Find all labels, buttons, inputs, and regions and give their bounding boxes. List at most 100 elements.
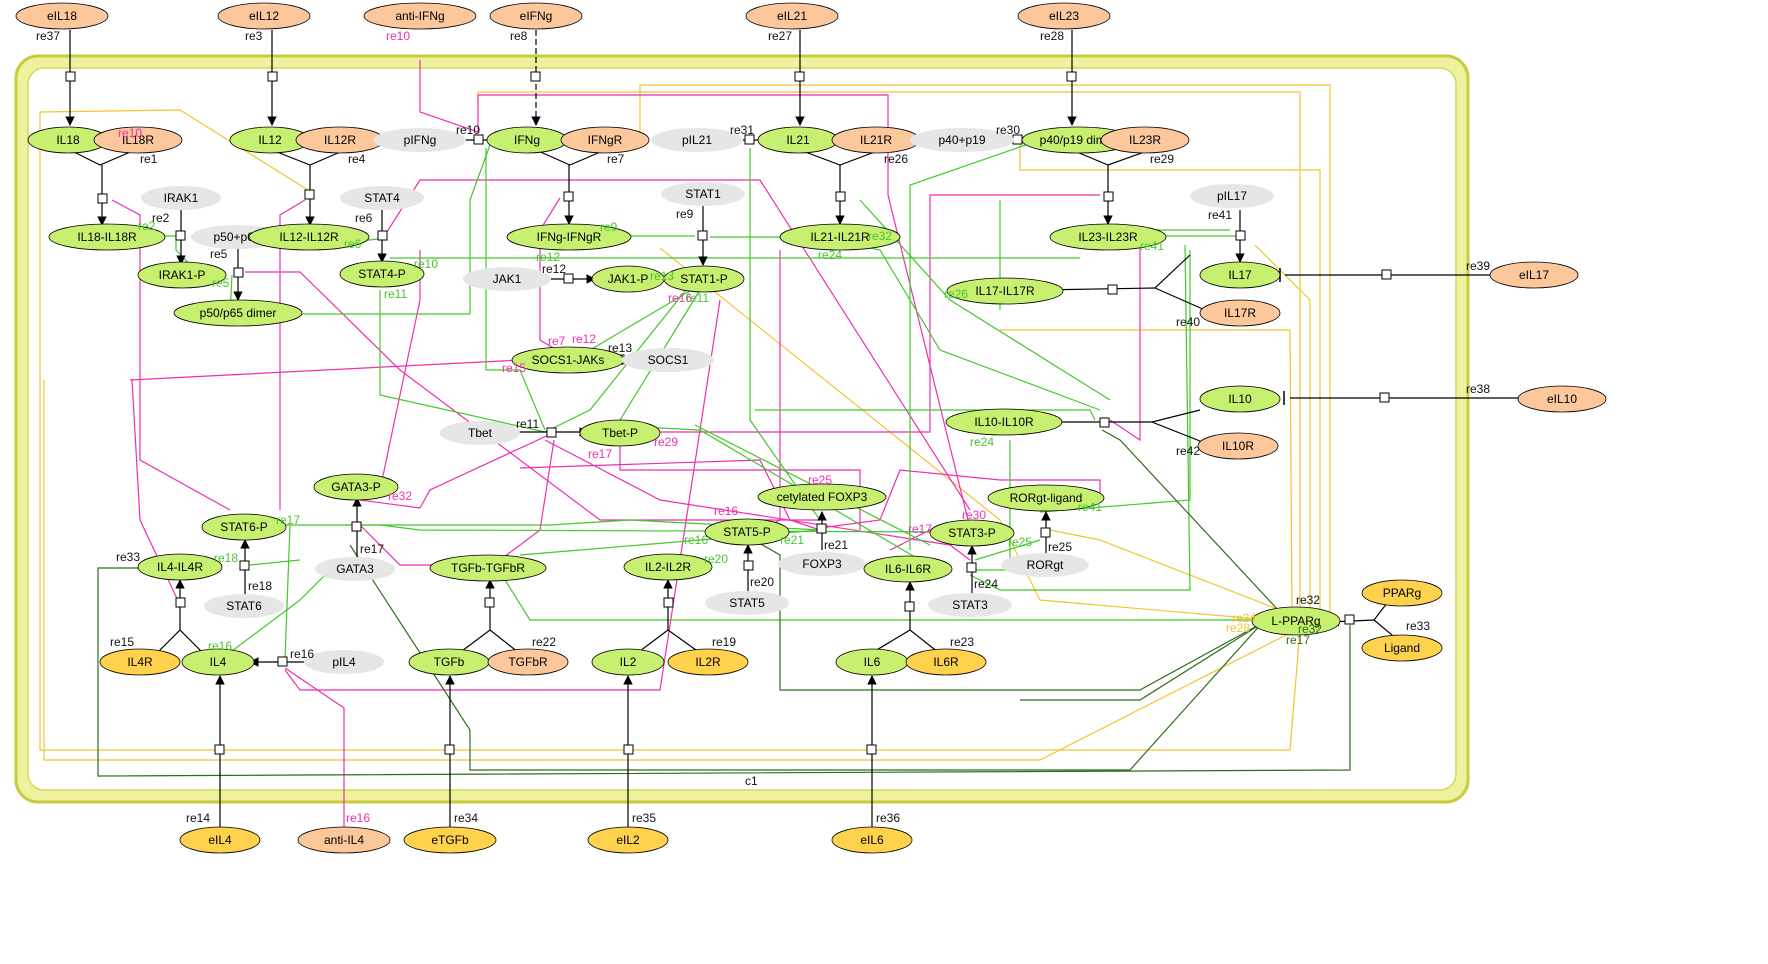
reaction-label-re12: re12 <box>542 262 566 276</box>
reaction-label-re40: re40 <box>1176 315 1200 329</box>
edge-label: re24 <box>818 248 842 262</box>
node-label: IL18R <box>122 133 154 147</box>
node-il12il12r: IL12-IL12R <box>248 223 370 251</box>
reaction-label-re14: re14 <box>186 811 210 825</box>
node-label: IL12 <box>258 133 282 147</box>
node-label: eIL17 <box>1519 268 1549 282</box>
node-shape <box>489 2 583 30</box>
node-il10: IL10 <box>1199 385 1281 413</box>
edge-label: re25 <box>808 473 832 487</box>
edge-label: re5 <box>212 276 230 290</box>
node-label: STAT1 <box>685 187 721 201</box>
edge-label: re16 <box>346 811 370 825</box>
reaction-label-re36: re36 <box>876 811 900 825</box>
node-shape <box>591 648 665 676</box>
node-shape <box>667 648 749 676</box>
edge-label: re32 <box>1298 622 1322 636</box>
reaction-label-re33: re33 <box>116 550 140 564</box>
node-gata3: GATA3 <box>315 557 395 581</box>
node-label: STAT1-P <box>680 272 728 286</box>
node-shape <box>651 128 743 152</box>
node-label: pIL17 <box>1217 189 1247 203</box>
node-foxp3: FOXP3 <box>778 552 866 576</box>
reaction-label-re1: re1 <box>140 152 158 166</box>
node-label: IL6 <box>864 655 881 669</box>
node-shape <box>663 265 745 293</box>
reaction-label-re42: re42 <box>1176 444 1200 458</box>
node-label: IL6R <box>933 655 959 669</box>
edge-label: re10 <box>414 257 438 271</box>
node-eil23: eIL23 <box>1017 2 1111 30</box>
node-label: Tbet-P <box>602 426 638 440</box>
node-shape <box>560 126 650 154</box>
node-shape <box>304 650 384 674</box>
node-ifngr: IFNgR <box>560 126 650 154</box>
node-lpparg: L-PPARg <box>1251 606 1341 636</box>
node-label: IFNgR <box>588 133 623 147</box>
edge-label: re41 <box>1078 500 1102 514</box>
node-label: pIL4 <box>332 655 356 669</box>
reaction-label-re25: re25 <box>1048 540 1072 554</box>
edge-label: re17 <box>276 513 300 527</box>
edge-label: re30 <box>962 508 986 522</box>
edges-green <box>140 139 1270 661</box>
node-label: eIL18 <box>47 9 77 23</box>
reaction-label-re4: re4 <box>348 152 366 166</box>
edge-label: re24 <box>970 435 994 449</box>
edge-label: re24 <box>1232 611 1256 625</box>
edge-label: re2 <box>138 219 156 233</box>
reaction-label-re21: re21 <box>824 538 848 552</box>
node-label: STAT6-P <box>220 520 268 534</box>
node-shape <box>622 348 714 372</box>
node-shape <box>1361 634 1443 662</box>
node-il2il2r: IL2-IL2R <box>623 553 713 581</box>
node-socs1: SOCS1 <box>622 348 714 372</box>
node-p50p65dimer: p50/p65 dimer <box>173 299 303 327</box>
reaction-label-re23: re23 <box>950 635 974 649</box>
node-stat6: STAT6 <box>204 594 284 618</box>
node-eil6: eIL6 <box>831 826 913 854</box>
reaction-label-re41: re41 <box>1208 208 1232 222</box>
node-label: IL4-IL4R <box>157 560 203 574</box>
reaction-label-re6: re6 <box>355 211 373 225</box>
node-shape <box>403 826 497 854</box>
node-tgfbr: TGFbR <box>487 648 569 676</box>
node-rorgtligand: RORgt-ligand <box>987 484 1105 512</box>
node-shape <box>93 126 183 154</box>
node-label: cetylated FOXP3 <box>777 490 868 504</box>
node-il23r: IL23R <box>1100 126 1190 154</box>
node-shape <box>778 552 866 576</box>
node-shape <box>137 261 227 289</box>
node-stat5: STAT5 <box>705 591 789 615</box>
node-shape <box>179 826 261 854</box>
node-label: L-PPARg <box>1271 614 1320 628</box>
node-label: anti-IL4 <box>324 833 364 847</box>
node-label: PPARg <box>1383 586 1421 600</box>
node-shape <box>863 555 953 583</box>
node-il17: IL17 <box>1199 261 1281 289</box>
node-label: IL12R <box>324 133 356 147</box>
node-il23il23r: IL23-IL23R <box>1049 223 1167 251</box>
node-label: anti-IFNg <box>395 9 444 23</box>
node-il4il4r: IL4-IL4R <box>137 553 223 581</box>
node-label: eIL4 <box>208 833 232 847</box>
node-label: IL2-IL2R <box>645 560 691 574</box>
node-eil2: eIL2 <box>587 826 669 854</box>
node-il6il6r: IL6-IL6R <box>863 555 953 583</box>
node-ligand: Ligand <box>1361 634 1443 662</box>
node-pil17: pIL17 <box>1190 184 1274 208</box>
node-stat4: STAT4 <box>340 186 424 210</box>
node-label: GATA3 <box>336 562 374 576</box>
node-label: IL21 <box>786 133 810 147</box>
edge-label: re32 <box>388 489 412 503</box>
node-shape <box>905 648 987 676</box>
node-il18r: IL18R <box>93 126 183 154</box>
node-shape <box>48 223 166 251</box>
node-shape <box>440 421 520 445</box>
node-il12: IL12 <box>229 126 311 154</box>
node-shape <box>137 553 223 581</box>
reaction-label-re28: re28 <box>1040 29 1064 43</box>
